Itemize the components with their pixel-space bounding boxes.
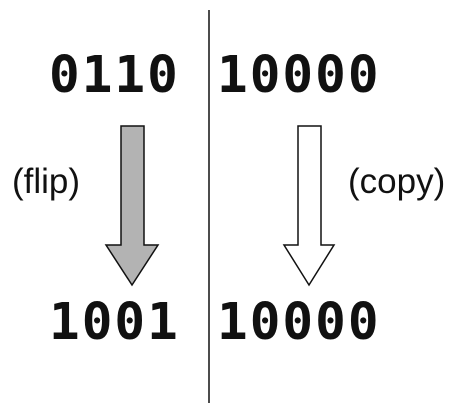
flip-arrow: [104, 125, 160, 287]
top-right-bits: 10000: [217, 46, 381, 105]
copy-label: (copy): [348, 162, 446, 201]
top-left-bits: 0110: [49, 46, 180, 105]
copy-arrow: [282, 125, 336, 287]
bottom-left-bits: 1001: [49, 293, 180, 352]
bottom-right-bits: 10000: [217, 293, 381, 352]
flip-label: (flip): [12, 162, 81, 201]
